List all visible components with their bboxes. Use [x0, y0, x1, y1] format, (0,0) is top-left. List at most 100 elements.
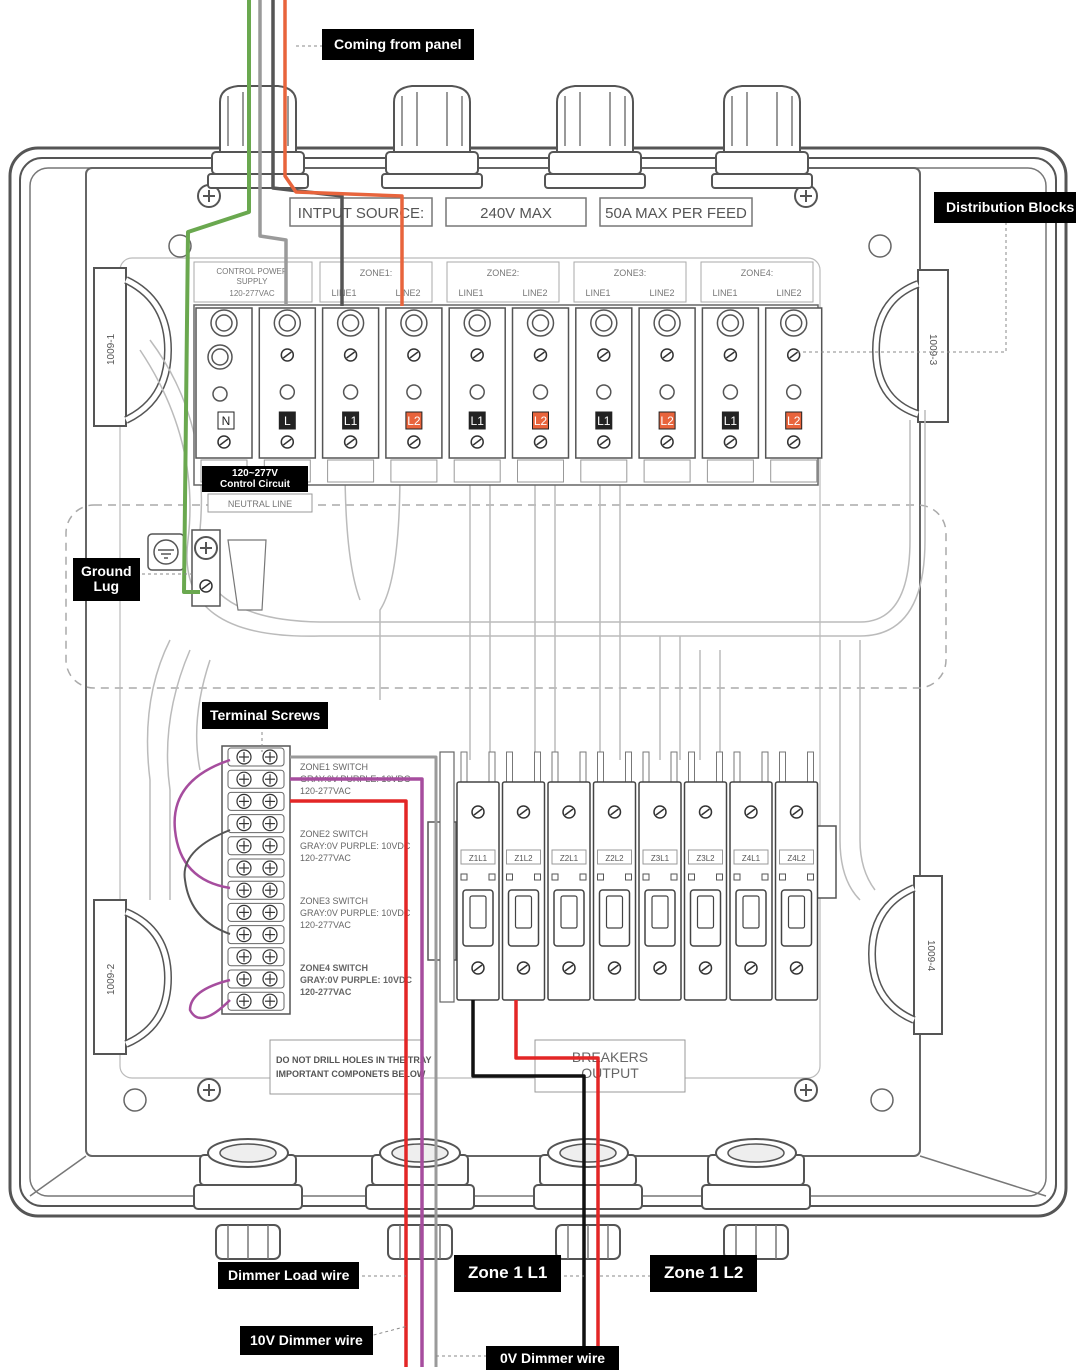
max-voltage-label: 240V MAX	[480, 205, 552, 222]
terminal-row	[227, 969, 285, 989]
terminal-block: L2	[764, 307, 823, 483]
switch-spec: GRAY:0V PURPLE: 10VDC	[300, 841, 411, 851]
zone-headers: CONTROL POWER SUPPLY 120-277VAC ZONE1:LI…	[193, 261, 814, 303]
switch-title: ZONE3 SWITCH	[300, 896, 368, 906]
terminal-block: N	[195, 307, 253, 483]
input-source-labels: INTPUT SOURCE: 240V MAX 50A MAX PER FEED	[289, 197, 753, 227]
terminal-block-label: L2	[407, 414, 421, 428]
slotted-screw-icon	[470, 435, 484, 449]
terminal-block: L1	[321, 307, 380, 483]
callout-ground-lug: Ground Lug	[73, 558, 140, 601]
cable-gland-bottom	[193, 1138, 303, 1260]
terminal-block: L2	[511, 307, 570, 483]
ground-icon	[153, 539, 179, 565]
zone-line1-label: LINE1	[331, 288, 356, 298]
slotted-screw-icon	[653, 805, 667, 819]
slotted-screw-icon	[471, 805, 485, 819]
callout-zone1-l1: Zone 1 L1	[454, 1255, 562, 1292]
callout-coming-from-panel: Coming from panel	[322, 29, 474, 61]
slotted-screw-icon	[723, 435, 738, 449]
wires	[173, 0, 600, 1367]
terminal-row	[227, 836, 285, 856]
terminal-block-label: L1	[344, 414, 358, 428]
slotted-screw-icon	[533, 435, 548, 449]
slotted-screw-icon	[597, 348, 611, 362]
slotted-screw-icon	[280, 435, 295, 449]
callout-control-circuit: 120~277V Control Circuit	[202, 466, 308, 492]
slotted-screw-icon	[597, 435, 611, 449]
terminal-row	[227, 947, 285, 967]
switch-spec: GRAY:0V PURPLE: 10VDC	[300, 975, 413, 985]
cable-gland-top	[711, 85, 813, 189]
slotted-screw-icon	[562, 805, 576, 819]
zone-line2-label: LINE2	[649, 288, 674, 298]
switch-title: ZONE1 SWITCH	[300, 762, 368, 772]
terminal-block: L1	[575, 307, 633, 483]
ground-lug-label: Lug	[93, 578, 120, 595]
breaker: Z1L1	[456, 751, 500, 1001]
slotted-screw-icon	[343, 435, 358, 449]
bracket-top-left: 1009-1	[93, 267, 173, 427]
breaker-label: Z2L2	[605, 854, 624, 863]
control-power-label: 120-277VAC	[229, 289, 274, 298]
input-source-label: INTPUT SOURCE:	[298, 205, 424, 222]
slotted-screw-icon	[516, 961, 531, 975]
slotted-screw-icon	[660, 435, 674, 449]
callout-0v-dimmer-wire: 0V Dimmer wire	[486, 1346, 620, 1370]
switch-voltage: 120-277VAC	[300, 987, 352, 997]
callout-distribution-blocks: Distribution Blocks	[934, 192, 1076, 224]
breaker: Z2L2	[592, 751, 637, 1001]
zone-name: ZONE3:	[614, 268, 647, 278]
cable-gland-bottom	[701, 1138, 811, 1260]
bracket-top-right: 1009-3	[871, 269, 949, 423]
zone-line2-label: LINE2	[395, 288, 420, 298]
control-power-label: SUPPLY	[237, 277, 269, 286]
breakers-label: BREAKERS	[572, 1049, 648, 1065]
cable-gland-top	[207, 85, 309, 189]
slotted-screw-icon	[786, 348, 801, 362]
slotted-screw-icon	[217, 435, 231, 449]
cable-gland-bottom	[365, 1138, 475, 1260]
terminal-row	[227, 791, 285, 811]
slotted-screw-icon	[723, 348, 738, 362]
terminal-block-label: L1	[597, 414, 611, 428]
terminal-block: L2	[638, 307, 696, 483]
terminal-block: L1	[448, 307, 506, 483]
terminal-row	[227, 880, 285, 900]
switch-voltage: 120-277VAC	[300, 920, 351, 930]
slotted-screw-icon	[471, 961, 485, 975]
slotted-screw-icon	[407, 435, 421, 449]
terminal-row	[227, 814, 285, 834]
terminal-row	[227, 769, 285, 789]
terminal-block-label: L2	[787, 414, 801, 428]
slotted-screw-icon	[744, 961, 758, 975]
terminal-row	[227, 991, 285, 1011]
plus-screw-icon	[794, 1078, 818, 1102]
zone-line1-label: LINE1	[585, 288, 610, 298]
slotted-screw-icon	[516, 805, 531, 819]
bracket-label: 1009-2	[106, 963, 117, 995]
breaker: Z3L1	[638, 751, 682, 1001]
terminal-block-label: L2	[660, 414, 674, 428]
zone-line2-label: LINE2	[776, 288, 801, 298]
terminal-block: L1	[701, 307, 760, 483]
switch-spec: GRAY:0V PURPLE: 10VDC	[300, 908, 411, 918]
slotted-screw-icon	[533, 348, 548, 362]
max-current-label: 50A MAX PER FEED	[605, 205, 747, 222]
breaker-label: Z4L1	[742, 854, 761, 863]
terminal-block-label: L1	[471, 414, 485, 428]
switch-title: ZONE2 SWITCH	[300, 829, 368, 839]
breaker: Z4L1	[729, 751, 773, 1001]
slotted-screw-icon	[744, 805, 758, 819]
zone-name: ZONE4:	[741, 268, 774, 278]
terminal-row	[227, 858, 285, 878]
cable-gland-bottom	[533, 1138, 643, 1260]
terminal-block: L2	[385, 307, 443, 483]
control-circuit-label: Control Circuit	[220, 479, 290, 490]
cable-gland-top	[544, 85, 646, 189]
plus-screw-icon	[197, 1078, 221, 1102]
breaker-label: Z3L2	[696, 854, 715, 863]
